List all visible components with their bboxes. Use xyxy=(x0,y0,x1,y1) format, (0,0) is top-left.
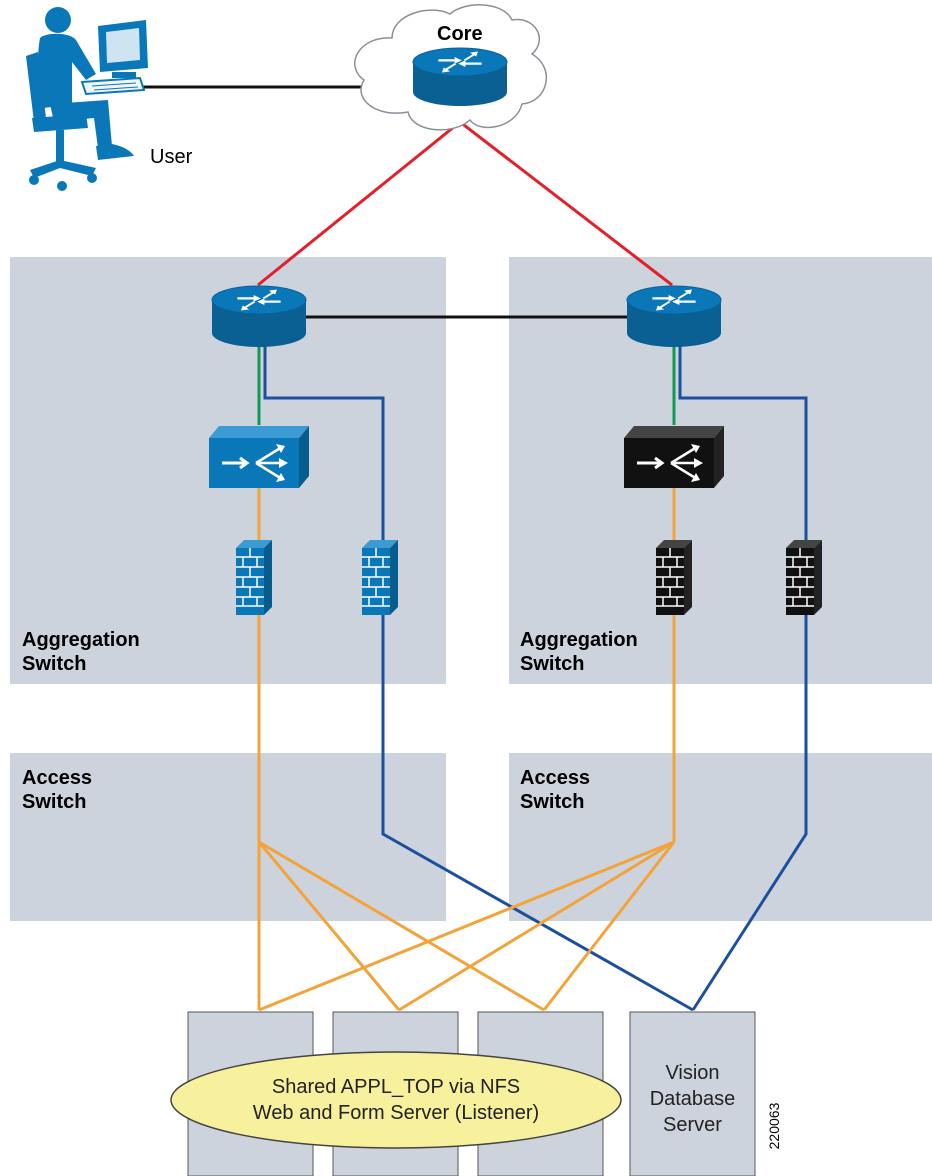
database-server-label: Vision Database Server xyxy=(630,1060,755,1138)
blue-links xyxy=(263,345,808,1012)
aggregation-right-label: Aggregation Switch xyxy=(520,628,638,676)
aggregation-left-label-line1: Aggregation xyxy=(22,629,140,651)
aggregation-left-label-line2: Switch xyxy=(22,653,87,675)
core-uplinks xyxy=(257,120,673,287)
left-blue-path xyxy=(263,345,694,1012)
aggregation-right-label-line2: Switch xyxy=(520,653,585,675)
firewall-left-2-icon xyxy=(362,540,398,615)
shared-appl-top-line2: Web and Form Server (Listener) xyxy=(252,1102,540,1124)
core-to-agg-left-link xyxy=(257,120,461,287)
firewall-right-1-icon xyxy=(656,540,692,615)
access-zone-right xyxy=(509,753,932,921)
figure-id: 220063 xyxy=(766,1102,782,1150)
core-router-icon xyxy=(412,47,508,106)
core-label: Core xyxy=(437,23,483,45)
access-left-label-line1: Access xyxy=(22,767,93,789)
aggregation-right-label-line1: Aggregation xyxy=(520,629,638,651)
content-switch-right-icon xyxy=(624,426,724,488)
database-server-line3: Server xyxy=(663,1114,722,1136)
agg-router-left-icon xyxy=(211,285,307,347)
shared-appl-top-label: Shared APPL_TOP via NFS Web and Form Ser… xyxy=(186,1074,606,1126)
access-zone-left xyxy=(10,753,446,921)
agg-router-right-icon xyxy=(626,285,722,347)
user-label: User xyxy=(150,146,193,168)
database-server-line2: Database xyxy=(649,1088,736,1110)
access-right-label-line2: Switch xyxy=(520,791,585,813)
access-right-label-line1: Access xyxy=(520,767,591,789)
access-left-label-line2: Switch xyxy=(22,791,87,813)
firewall-left-1-icon xyxy=(236,540,272,615)
database-server-box xyxy=(629,1011,756,1176)
right-blue-path xyxy=(678,345,808,1011)
aggregation-left-label: Aggregation Switch xyxy=(22,628,140,676)
shared-appl-top-ellipse xyxy=(170,1051,622,1149)
green-links xyxy=(257,345,676,425)
user-workstation-icon xyxy=(26,7,148,191)
access-left-label: Access Switch xyxy=(22,766,92,814)
firewall-right-2-icon xyxy=(786,540,822,615)
access-right-label: Access Switch xyxy=(520,766,590,814)
black-links xyxy=(118,85,628,319)
core-to-agg-right-link xyxy=(459,120,673,287)
shared-appl-top-line1: Shared APPL_TOP via NFS xyxy=(271,1076,521,1098)
orange-links xyxy=(257,488,676,1012)
content-switch-left-icon xyxy=(209,426,309,488)
database-server-line1: Vision xyxy=(665,1062,720,1084)
